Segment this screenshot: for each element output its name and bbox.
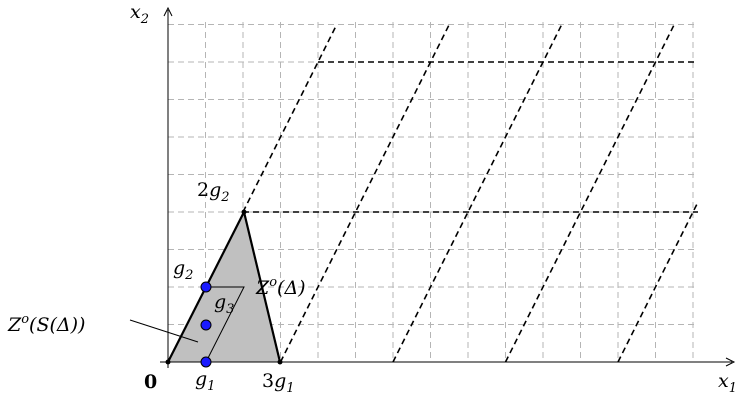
x1-axis-label: x1 <box>718 370 737 396</box>
point-g3 <box>200 319 212 331</box>
lattice-points <box>200 281 212 368</box>
tiling-line-slanted <box>279 24 450 363</box>
vertex-dots <box>165 209 283 365</box>
tiling-line-slanted <box>242 24 338 213</box>
label-z-s-delta: Zo(S(Δ)) <box>7 312 85 336</box>
label-g2: g2 <box>173 257 193 283</box>
lattice-tiling-lines <box>242 24 699 363</box>
tiling-line-slanted <box>617 201 699 363</box>
tiling-line-slanted <box>392 24 563 363</box>
label-3g1: 3g1 <box>262 370 295 396</box>
x2-axis <box>163 6 173 368</box>
label-g3: g3 <box>214 291 234 317</box>
label-z-delta: Zo(Δ) <box>255 275 306 299</box>
point-g1 <box>200 356 212 368</box>
callout-leader-line <box>129 319 199 343</box>
background-grid <box>168 22 698 362</box>
label-2g2: 2g2 <box>197 179 230 205</box>
label-g1: g1 <box>195 368 215 394</box>
tiling-line-slanted <box>504 24 675 363</box>
x1-axis <box>160 357 736 367</box>
point-g2 <box>200 281 212 293</box>
x2-axis-label: x2 <box>130 1 149 27</box>
s-delta-outline <box>167 286 245 363</box>
origin-label: 0 <box>144 371 157 393</box>
